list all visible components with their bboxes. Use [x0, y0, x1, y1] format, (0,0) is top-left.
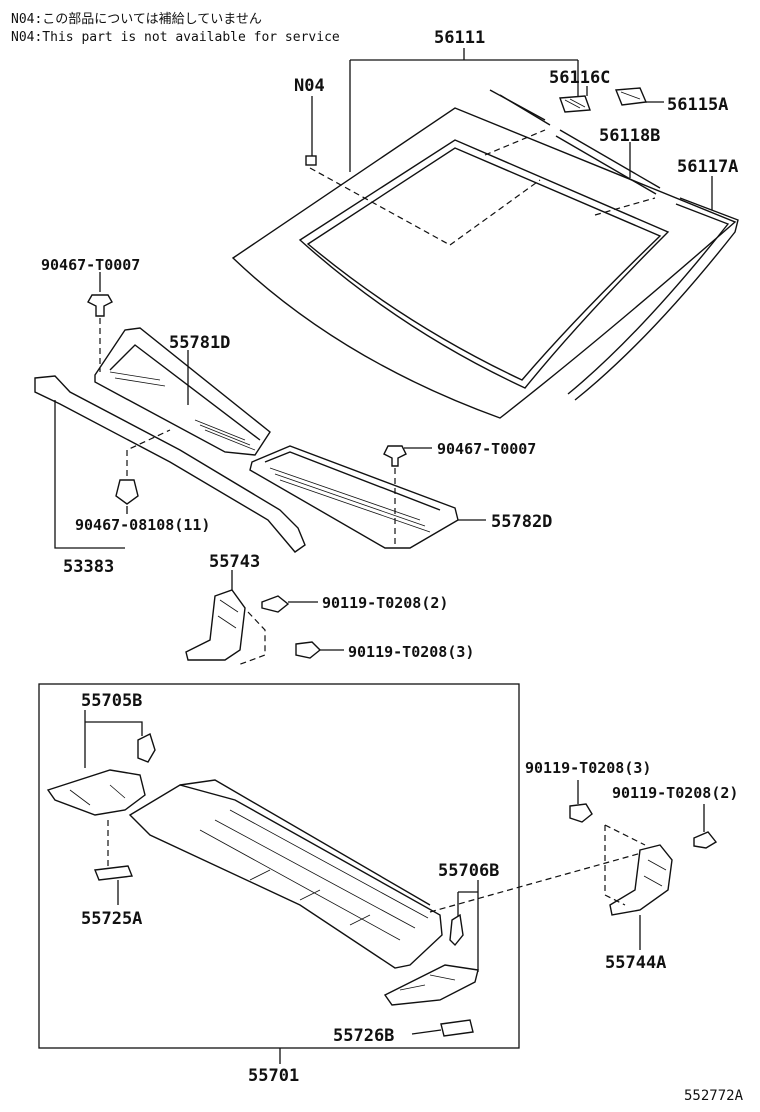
label-56116c: 56116C [549, 68, 610, 88]
label-55744a: 55744A [605, 953, 666, 973]
cowl-panel-box [38, 683, 520, 1049]
cowl-louver-55781d[interactable] [94, 327, 271, 456]
label-90119-t0208-d: 90119-T0208(2) [612, 784, 738, 802]
pad-55725a[interactable] [94, 865, 133, 881]
clip-90467-08108[interactable] [115, 479, 139, 505]
label-90119-t0208-c: 90119-T0208(3) [525, 759, 651, 777]
label-90467-08108: 90467-08108(11) [75, 516, 210, 534]
bolt-90119-t0208-d[interactable] [693, 831, 718, 849]
bracket-55743[interactable] [185, 589, 246, 661]
label-90467-t0007-right: 90467-T0007 [437, 440, 536, 458]
label-53383: 53383 [63, 557, 114, 577]
note-english: N04:This part is not available for servi… [11, 30, 340, 45]
clip-56115a[interactable] [614, 87, 648, 106]
clip-90467-t0007-right[interactable] [383, 445, 407, 467]
label-90119-t0208-a: 90119-T0208(2) [322, 594, 448, 612]
label-55726b: 55726B [333, 1026, 394, 1046]
label-56115a: 56115A [667, 95, 728, 115]
weatherstrip-53383[interactable] [34, 375, 306, 553]
cowl-louver-55782d[interactable] [249, 445, 459, 549]
pad-55726b[interactable] [440, 1019, 474, 1037]
label-55781d: 55781D [169, 333, 230, 353]
bracket-55706b[interactable] [383, 913, 479, 1006]
cowl-panel-55701[interactable] [128, 779, 443, 969]
bracket-55744a[interactable] [609, 844, 673, 916]
bolt-90119-t0208-a[interactable] [261, 595, 290, 613]
n04-clip [305, 155, 317, 166]
note-japanese: N04:この部品については補給していません [11, 12, 262, 27]
clip-56116c[interactable] [559, 95, 591, 113]
label-55743: 55743 [209, 552, 260, 572]
label-56111: 56111 [434, 28, 485, 48]
windshield-glass[interactable] [231, 107, 737, 419]
label-55725a: 55725A [81, 909, 142, 929]
label-diagram-id: 552772A [684, 1088, 744, 1104]
label-55782d: 55782D [491, 512, 552, 532]
bolt-90119-t0208-b[interactable] [295, 641, 322, 659]
label-55705b: 55705B [81, 691, 142, 711]
windshield-molding[interactable] [489, 89, 739, 401]
bracket-55705b[interactable] [46, 733, 156, 816]
label-n04: N04 [294, 76, 325, 96]
label-55706b: 55706B [438, 861, 499, 881]
label-55701: 55701 [248, 1066, 299, 1086]
bolt-90119-t0208-c[interactable] [569, 803, 593, 823]
label-90467-t0007-left: 90467-T0007 [41, 256, 140, 274]
label-56117a: 56117A [677, 157, 738, 177]
clip-90467-t0007-left[interactable] [87, 294, 113, 317]
label-90119-t0208-b: 90119-T0208(3) [348, 643, 474, 661]
label-56118b: 56118B [599, 126, 660, 146]
